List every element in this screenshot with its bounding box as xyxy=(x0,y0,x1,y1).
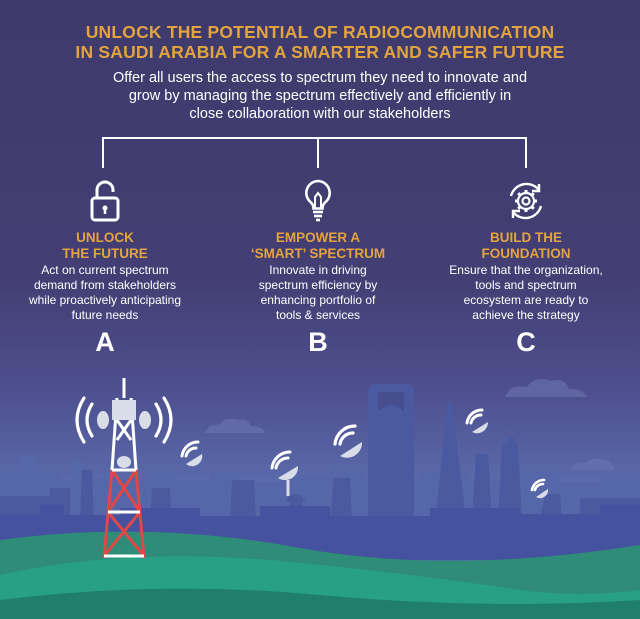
pillar-a-description: Act on current spectrum demand from stak… xyxy=(0,263,210,323)
pillar-a-text-line-3: while proactively anticipating xyxy=(28,293,182,307)
cloud-icon xyxy=(205,379,614,470)
pillar-b-heading-line-1: EMPOWER A xyxy=(275,230,361,245)
pillar-a-heading-line-2: THE FUTURE xyxy=(62,245,148,261)
hill-front xyxy=(0,588,640,619)
pillar-c-text-line-3: ecosystem are ready to xyxy=(463,293,589,307)
pillar-a-text-line-2: demand from stakeholders xyxy=(33,278,177,292)
mission-text-line-2: grow by managing the spectrum effectivel… xyxy=(128,88,512,104)
lightbulb-icon xyxy=(305,179,331,222)
pillar-b-heading: EMPOWER A ‘SMART’ SPECTRUM xyxy=(218,230,418,261)
pillar-a-heading-line-1: UNLOCK xyxy=(76,230,134,245)
pillar-b-heading-line-2: ‘SMART’ SPECTRUM xyxy=(250,245,386,261)
pillar-a-text-line-1: Act on current spectrum xyxy=(41,263,169,277)
gear-cycle-icon xyxy=(509,182,543,220)
headline-line-1: UNLOCK THE POTENTIAL OF RADIOCOMMUNICATI… xyxy=(85,22,555,42)
pillar-c-heading-line-2: FOUNDATION xyxy=(481,245,571,261)
mission-text-line-1: Offer all users the access to spectrum t… xyxy=(112,70,528,86)
pillar-c-text-line-4: achieve the strategy xyxy=(472,308,580,322)
pillar-b-text-line-3: enhancing portfolio of xyxy=(260,293,376,307)
connector-bracket xyxy=(102,137,527,168)
signal-waves-icon xyxy=(75,396,173,444)
pillar-c-heading: BUILD THE FOUNDATION xyxy=(426,230,626,261)
pillar-a-letter: A xyxy=(95,327,115,357)
pillar-c-letter: C xyxy=(516,327,536,357)
pillar-b-text-line-4: tools & services xyxy=(275,308,361,322)
mission-text-line-3: close collaboration with our stakeholder… xyxy=(189,106,451,122)
headline-line-2: IN SAUDI ARABIA FOR A SMARTER AND SAFER … xyxy=(75,42,565,62)
pillar-c-heading-line-1: BUILD THE xyxy=(490,230,562,245)
pillar-b-text-line-1: Innovate in driving xyxy=(269,263,367,277)
padlock-open-icon xyxy=(90,180,120,222)
satellite-dish-icon xyxy=(180,408,549,499)
pillar-c-text-line-2: tools and spectrum xyxy=(475,278,577,292)
pillar-b-letter: B xyxy=(308,327,328,357)
pillar-c-text-line-1: Ensure that the organization, xyxy=(449,263,603,277)
mid-skyline xyxy=(0,384,640,520)
pillar-b-description: Innovate in driving spectrum efficiency … xyxy=(213,263,423,323)
telecom-tower-icon xyxy=(75,378,173,559)
pillar-a-heading: UNLOCK THE FUTURE xyxy=(5,230,205,261)
pillar-a-text-line-4: future needs xyxy=(71,308,139,322)
pillar-b-text-line-2: spectrum efficiency by xyxy=(258,278,378,292)
pillar-c-description: Ensure that the organization, tools and … xyxy=(421,263,631,323)
